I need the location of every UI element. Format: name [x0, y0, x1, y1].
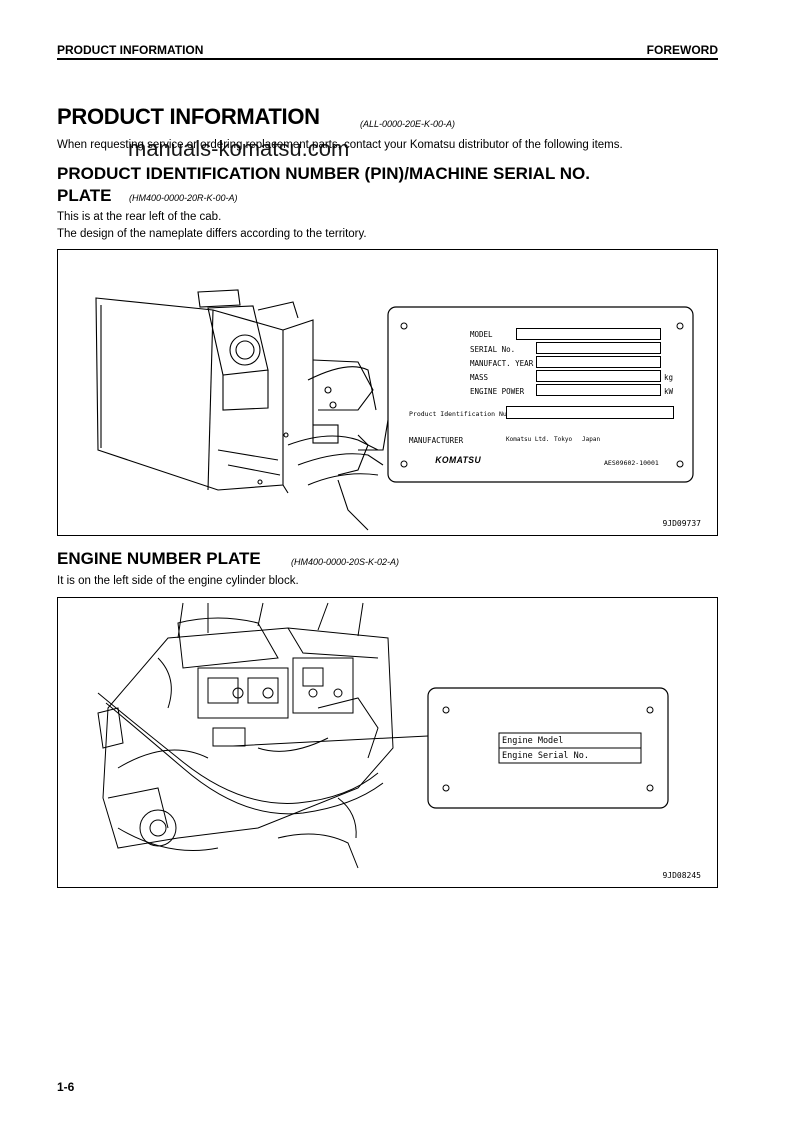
- plate-unit-mass: kg: [664, 373, 674, 382]
- plate-field-pin: [506, 406, 674, 419]
- plate-field-power: [536, 384, 661, 396]
- pin-figure: MODEL SERIAL No. MANUFACT. YEAR MASS ENG…: [57, 249, 718, 536]
- engine-code: (HM400-0000-20S-K-02-A): [291, 557, 400, 567]
- watermark: manuals-komatsu.com: [128, 136, 350, 161]
- engine-illustration: [97, 602, 669, 869]
- section-code: (ALL-0000-20E-K-00-A): [360, 119, 456, 129]
- plate-part-number: AES09602-10001: [604, 459, 659, 467]
- plate-manufacturer-label: MANUFACTURER: [409, 436, 464, 445]
- section-title: PRODUCT INFORMATION: [57, 104, 320, 129]
- running-header-right: FOREWORD: [646, 43, 718, 57]
- plate-field-serial: [536, 342, 661, 354]
- pin-code: (HM400-0000-20R-K-00-A): [129, 193, 238, 203]
- plate-field-mass: [536, 370, 661, 382]
- plate-field-model: [516, 328, 661, 340]
- plate-label-mass: MASS: [470, 373, 489, 382]
- pin-title-line2: PLATE: [57, 186, 112, 205]
- engine-model-label: Engine Model: [502, 736, 564, 746]
- engine-serial-label: Engine Serial No.: [502, 751, 589, 761]
- pin-text-2: The design of the nameplate differs acco…: [57, 228, 367, 240]
- plate-pin-label: Product Identification Number: [409, 410, 523, 418]
- pin-figure-id: 9JD09737: [662, 519, 701, 528]
- pin-title-line1: PRODUCT IDENTIFICATION NUMBER (PIN)/MACH…: [57, 164, 590, 183]
- section-intro: When requesting service or ordering repl…: [57, 139, 623, 151]
- engine-title: ENGINE NUMBER PLATE: [57, 549, 261, 568]
- engine-text: It is on the left side of the engine cyl…: [57, 575, 299, 587]
- pin-text-1: This is at the rear left of the cab.: [57, 211, 222, 223]
- plate-unit-power: kW: [664, 387, 674, 396]
- plate-country: Japan: [582, 436, 601, 443]
- plate-field-year: [536, 356, 661, 368]
- page-number: 1-6: [57, 1080, 75, 1094]
- running-header-left: PRODUCT INFORMATION: [57, 43, 204, 57]
- plate-label-model: MODEL: [470, 330, 493, 339]
- komatsu-logo: KOMATSU: [435, 455, 482, 465]
- engine-figure-id: 9JD08245: [662, 871, 701, 880]
- plate-manufacturer-name: Komatsu Ltd.: [506, 436, 550, 443]
- plate-city: Tokyo: [554, 436, 573, 443]
- plate-label-serial: SERIAL No.: [470, 345, 516, 354]
- plate-label-power: ENGINE POWER: [470, 387, 525, 396]
- engine-figure: Engine Model Engine Serial No. 9JD08245: [57, 597, 718, 888]
- plate-label-year: MANUFACT. YEAR: [470, 359, 534, 368]
- header-rule: [57, 58, 718, 60]
